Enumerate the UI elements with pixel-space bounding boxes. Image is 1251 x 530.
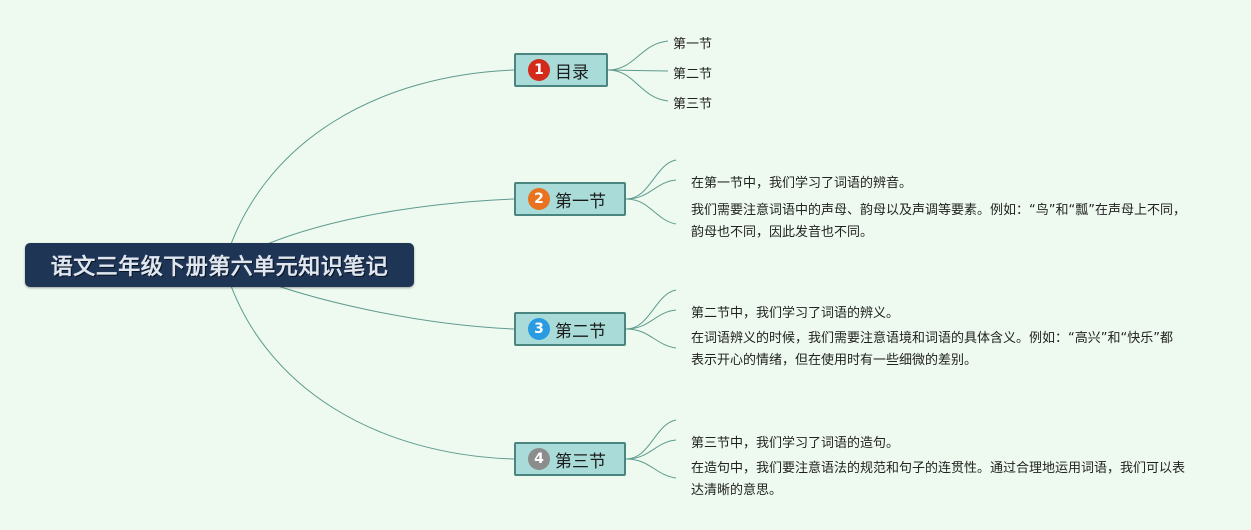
topic-label: 第一节 <box>555 191 606 212</box>
topic-section-2[interactable]: 3 第二节 <box>514 312 626 346</box>
connector-line <box>625 179 677 200</box>
note-item[interactable]: 第二节中，我们学习了词语的辨义。 <box>691 306 900 321</box>
subtopic-item[interactable]: 第三节 <box>673 97 713 112</box>
connector-line <box>607 69 669 72</box>
connector-line <box>607 40 669 71</box>
connector-line <box>625 439 677 460</box>
topic-contents[interactable]: 1 目录 <box>514 53 608 87</box>
topic-label: 第三节 <box>555 451 606 472</box>
note-item[interactable]: 在第一节中，我们学习了词语的辨音。 <box>691 176 913 191</box>
note-item[interactable]: 第三节中，我们学习了词语的造句。 <box>691 436 900 451</box>
note-item[interactable]: 我们需要注意词语中的声母、韵母以及声调等要素。例如：“鸟”和“瓢”在声母上不同，… <box>691 203 1186 240</box>
priority-4-icon: 4 <box>528 448 550 470</box>
central-topic-title: 语文三年级下册第六单元知识笔记 <box>50 255 389 280</box>
priority-1-icon: 1 <box>528 59 550 81</box>
subtopic-item[interactable]: 第一节 <box>673 37 713 52</box>
note-item[interactable]: 在造句中，我们要注意语法的规范和句子的连贯性。通过合理地运用词语，我们可以表达清… <box>691 461 1186 498</box>
topic-label: 第二节 <box>555 321 606 342</box>
connector-line <box>625 309 677 330</box>
connector-line <box>625 289 677 330</box>
priority-3-icon: 3 <box>528 318 550 340</box>
connector-line <box>625 198 677 225</box>
topic-section-1[interactable]: 2 第一节 <box>514 182 626 216</box>
connector-line <box>625 419 677 460</box>
connector-line <box>607 69 669 102</box>
connector-line <box>625 458 677 479</box>
priority-2-icon: 2 <box>528 188 550 210</box>
topic-label: 目录 <box>555 62 589 83</box>
topic-section-3[interactable]: 4 第三节 <box>514 442 626 476</box>
subtopic-item[interactable]: 第二节 <box>673 67 713 82</box>
connector-line <box>223 264 515 460</box>
note-item[interactable]: 在词语辨义的时候，我们需要注意语境和词语的具体含义。例如：“高兴”和“快乐”都表… <box>691 331 1173 368</box>
connector-line <box>625 328 677 349</box>
connector-line <box>223 69 515 266</box>
central-topic[interactable]: 语文三年级下册第六单元知识笔记 <box>25 243 414 287</box>
connector-line <box>625 159 677 200</box>
